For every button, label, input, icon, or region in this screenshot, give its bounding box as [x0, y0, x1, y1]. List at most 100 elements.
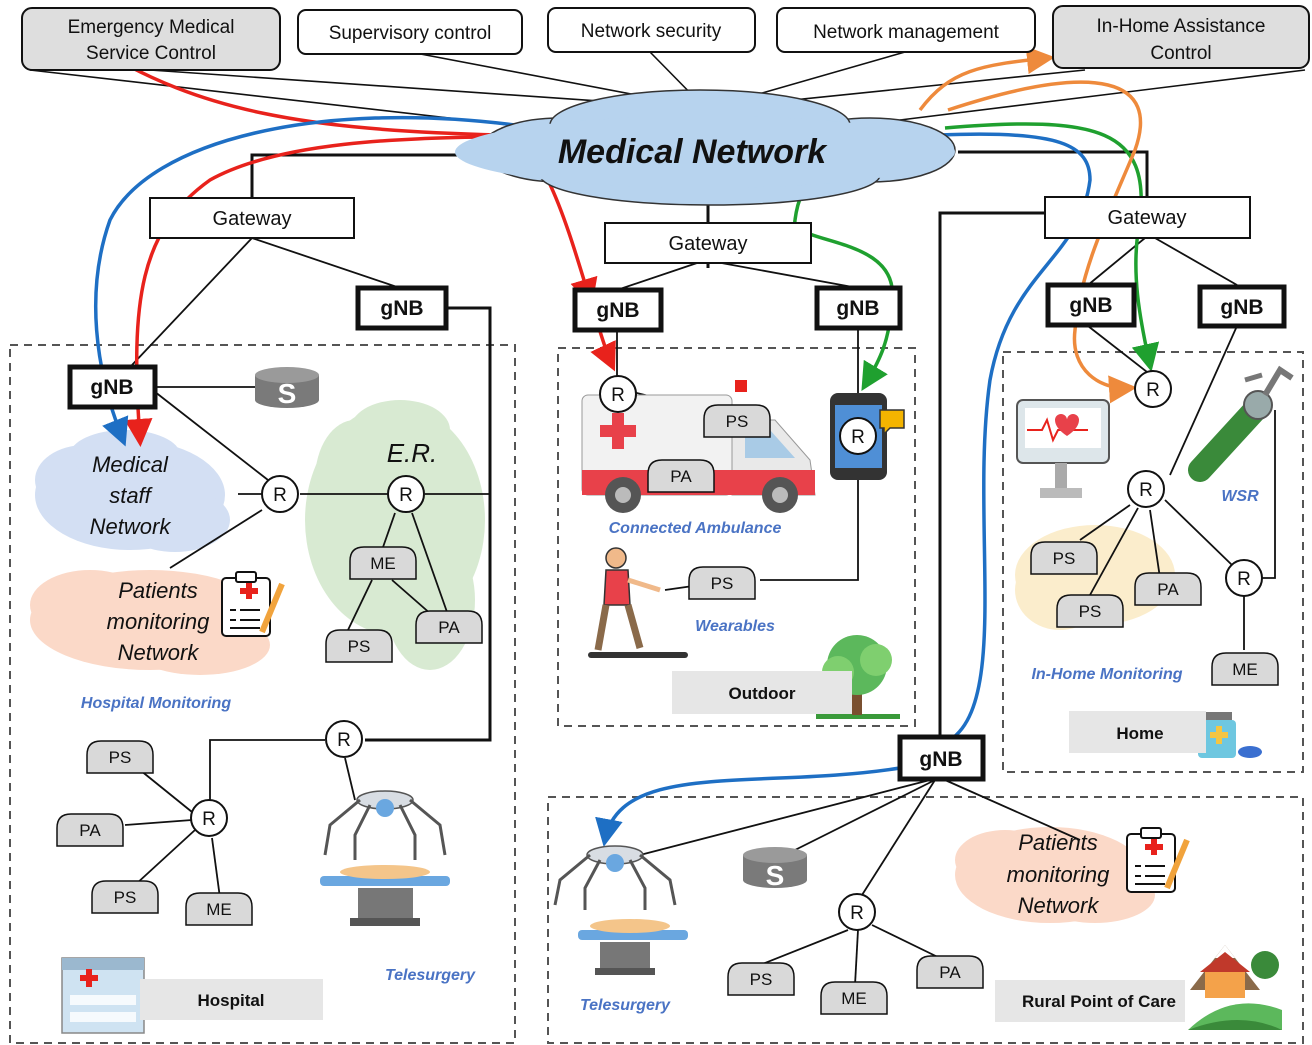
router-home-wsr-label: R — [1237, 569, 1251, 590]
router-hospital-node — [261, 475, 299, 513]
runner-icon — [588, 547, 688, 658]
caption-wearables: Wearables — [695, 618, 775, 635]
router-home-wsr-node — [1225, 559, 1263, 597]
gnb-er-label: gNB — [380, 297, 423, 320]
router-er-label: R — [399, 485, 413, 506]
gateway-outdoor-label: Gateway — [669, 233, 748, 255]
patients-cloud-hospital-line3: Network — [118, 640, 200, 665]
gateway-hospital-label: Gateway — [213, 208, 292, 230]
supervisory-control-box: Supervisory control — [297, 9, 523, 55]
gnb-home-left-label: gNB — [1069, 294, 1112, 317]
hospital-ps-1-label: PS — [109, 748, 132, 767]
network-management-label: Network management — [813, 22, 1000, 43]
countryside-icon — [1188, 945, 1282, 1030]
medicine-icon — [1198, 712, 1262, 758]
storage-icon-rural: S — [743, 847, 807, 891]
ambulance-icon — [581, 380, 816, 513]
hospital-zone — [9, 344, 516, 1044]
rural-pa-node — [916, 955, 984, 989]
staff-cloud-line1: Medical — [92, 452, 169, 477]
home-place-box — [1069, 711, 1206, 753]
hospital-pa-node — [56, 813, 124, 847]
er-pa-node — [415, 610, 483, 644]
er-me-label: ME — [370, 554, 396, 573]
in-home-control-box: In-Home Assistance Control — [1052, 5, 1310, 69]
router-home-mid-label: R — [1139, 480, 1153, 501]
rural-me-label: ME — [841, 989, 867, 1008]
patients-cloud-hospital-line2: monitoring — [107, 609, 210, 634]
outdoor-zone — [557, 347, 916, 727]
home-me-label: ME — [1232, 660, 1258, 679]
storage-label-hospital: S — [278, 378, 297, 409]
patients-cloud-rural-line1: Patients — [1018, 830, 1098, 855]
medical-network-cloud: Medical Network — [455, 89, 956, 206]
supervisory-control-label: Supervisory control — [329, 23, 492, 44]
caption-telesurgery-hospital: Telesurgery — [385, 967, 476, 984]
home-pa-node — [1134, 572, 1202, 606]
router-telesurgery-label: R — [337, 730, 351, 751]
gnb-wearables-label: gNB — [836, 297, 879, 320]
home-zone — [1002, 351, 1304, 773]
clipboard-icon-rural — [1126, 827, 1190, 893]
hospital-ps-2-label: PS — [114, 888, 137, 907]
patients-cloud-hospital-line1: Patients — [118, 578, 198, 603]
home-ps-2-node — [1056, 594, 1124, 628]
zones — [9, 344, 1304, 1044]
hospital-ps-2-node — [91, 880, 159, 914]
surgery-robot-icon-rural — [553, 845, 688, 975]
caption-telesurgery-rural: Telesurgery — [580, 997, 671, 1014]
er-me-node — [349, 546, 417, 580]
rural-ps-node — [727, 962, 795, 996]
place-home: Home — [1116, 724, 1163, 743]
router-smartphone-node — [839, 417, 877, 455]
hospital-me-node — [185, 892, 253, 926]
caption-hospital-monitoring: Hospital Monitoring — [81, 695, 231, 712]
emergency-control-line1: Emergency Medical — [68, 17, 235, 38]
hospital-place-box — [140, 979, 323, 1020]
router-telesurgery-node — [325, 720, 363, 758]
home-ps-1-label: PS — [1053, 549, 1076, 568]
gnb-hospital-label: gNB — [90, 376, 133, 399]
router-hospital-label: R — [273, 485, 287, 506]
rural-ps-label: PS — [750, 970, 773, 989]
network-management-box: Network management — [776, 7, 1036, 53]
router-home-top-label: R — [1146, 380, 1160, 401]
caption-connected-ambulance: Connected Ambulance — [609, 520, 782, 537]
router-home-mid-node — [1127, 470, 1165, 508]
ambulance-ps-label: PS — [726, 412, 749, 431]
home-ps-2-label: PS — [1079, 602, 1102, 621]
er-pa-label: PA — [438, 618, 460, 637]
gnb-ambulance-label: gNB — [596, 299, 639, 322]
emergency-control-box: Emergency Medical Service Control — [21, 7, 281, 71]
rural-me-node — [820, 981, 888, 1015]
emergency-control-line2: Service Control — [86, 43, 216, 64]
router-smartphone-label: R — [851, 427, 865, 448]
place-rural: Rural Point of Care — [1022, 992, 1176, 1011]
router-ambulance-node — [599, 375, 637, 413]
telesurgery-path — [93, 115, 1092, 847]
storage-icon-hospital: S — [255, 367, 319, 409]
rural-zone — [547, 796, 1304, 1044]
home-pa-label: PA — [1157, 580, 1179, 599]
hospital-building-icon — [61, 957, 145, 1034]
router-ambulance-label: R — [611, 385, 625, 406]
place-hospital: Hospital — [197, 991, 264, 1010]
gnb-rural-label: gNB — [919, 748, 962, 771]
network-security-label: Network security — [581, 21, 722, 42]
ambulance-ps-node — [703, 404, 771, 438]
outdoor-place-box — [672, 671, 852, 714]
in-home-control-line1: In-Home Assistance — [1097, 16, 1266, 37]
caption-in-home-monitoring: In-Home Monitoring — [1031, 666, 1182, 683]
rural-place-box — [995, 980, 1185, 1022]
staff-cloud — [35, 430, 230, 552]
hospital-me-label: ME — [206, 900, 232, 919]
hospital-pa-label: PA — [79, 821, 101, 840]
control-boxes: Emergency Medical Service Control Superv… — [21, 5, 1310, 71]
emergency-path — [99, 48, 616, 447]
router-rural-node — [838, 893, 876, 931]
caption-wsr: WSR — [1221, 488, 1259, 505]
home-path — [918, 46, 1143, 404]
heart-monitor-icon — [1016, 399, 1110, 498]
